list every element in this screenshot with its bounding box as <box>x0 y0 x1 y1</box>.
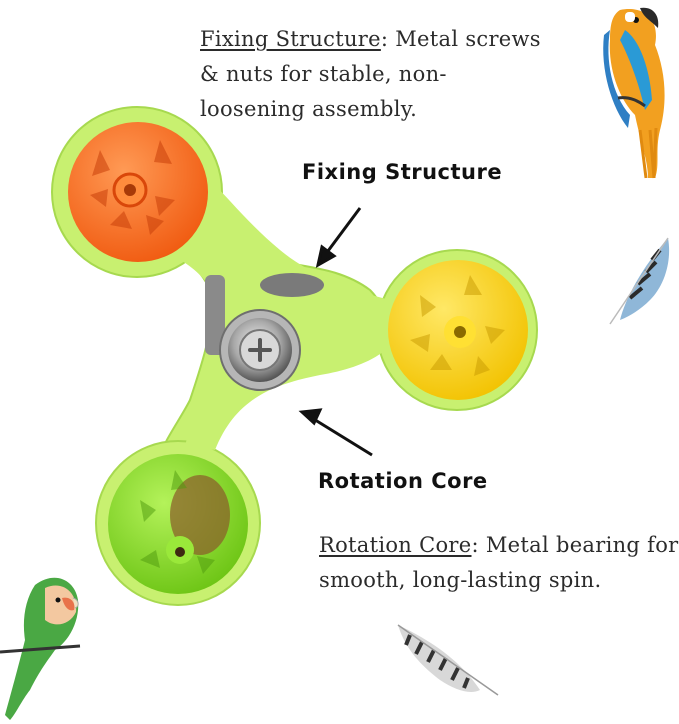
fixing-structure-callout: Fixing Structure <box>302 160 503 184</box>
rotation-core-description: Rotation Core: Metal bearing for smooth,… <box>319 528 679 598</box>
orange-ball <box>68 122 208 262</box>
fixing-structure-description: Fixing Structure: Metal screws & nuts fo… <box>200 22 541 127</box>
rotation-arrow <box>298 408 373 457</box>
lovebird-parrot-icon <box>0 577 81 720</box>
nut-metal <box>260 273 324 297</box>
axle-side-metal <box>205 275 225 355</box>
green-ball <box>108 454 248 594</box>
rotation-core-term: Rotation Core <box>319 533 472 557</box>
rotation-core-callout: Rotation Core <box>318 469 488 493</box>
fixing-description-line-2: & nuts for stable, non- <box>200 62 447 86</box>
fixing-structure-term: Fixing Structure <box>200 27 381 51</box>
macaw-parrot-icon <box>603 7 665 179</box>
fixing-arrow <box>315 207 362 268</box>
yellow-ball <box>388 260 528 400</box>
center-bearing <box>219 309 301 391</box>
phillips-screw-icon <box>248 338 272 362</box>
fixing-description-line-3: loosening assembly. <box>200 97 418 121</box>
blue-feather-icon <box>609 237 670 325</box>
rotation-description-line-2: smooth, long-lasting spin. <box>319 568 602 592</box>
striped-feather-icon <box>397 624 499 696</box>
